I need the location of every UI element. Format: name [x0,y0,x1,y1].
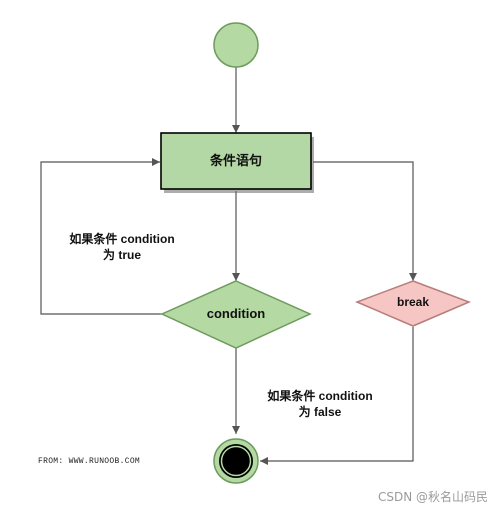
condition-statement-box [160,132,312,190]
edge-break-to-end [260,327,414,465]
start-node [213,22,259,68]
end-node-inner-ring [220,445,252,477]
if-true-line-2: 为 true [102,248,141,262]
if-true-annotation: 如果条件 condition 为 true [52,231,192,263]
edge-statement-to-break [313,161,417,281]
condition-statement-label: 条件语句 [209,153,262,168]
break-diamond [354,280,472,327]
edge-decision-true-loop [40,158,163,315]
csdn-watermark: CSDN @秋名山码民 [377,490,488,504]
if-false-line-1: 如果条件 condition [267,389,373,403]
condition-decision-label: condition [206,306,266,321]
if-false-annotation: 如果条件 condition 为 false [250,388,390,420]
if-false-line-2: 为 false [298,405,342,419]
end-node-ring [219,444,253,478]
condition-decision-diamond [160,280,312,349]
source-attribution: FROM: WWW.RUNOOB.COM [38,457,141,466]
if-true-line-1: 如果条件 condition [69,232,175,246]
break-label: break [396,295,430,309]
